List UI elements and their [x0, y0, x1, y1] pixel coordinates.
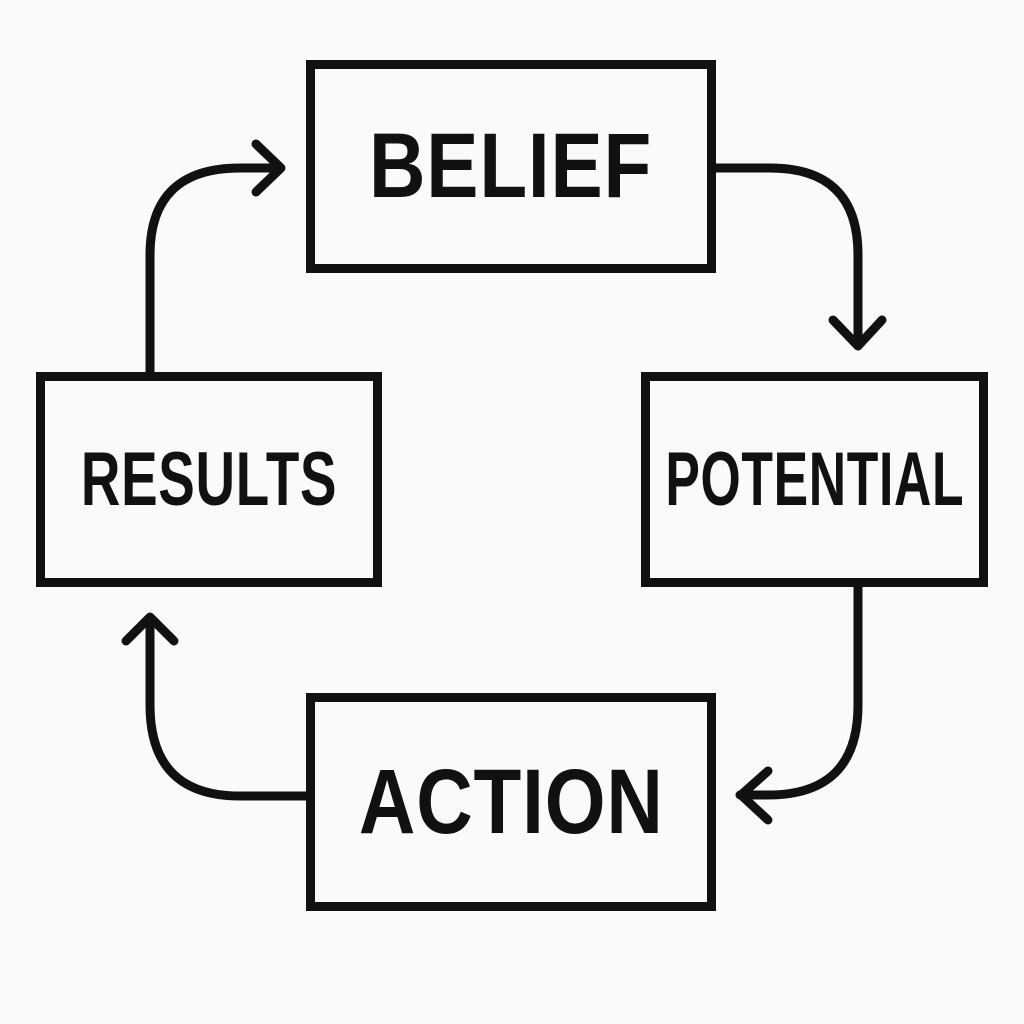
- arrow-results-to-belief: [145, 163, 285, 377]
- arrowhead-results-icon: [121, 612, 179, 646]
- node-belief: BELIEF: [306, 60, 716, 273]
- arrow-belief-to-potential: [711, 163, 863, 350]
- node-action-label: ACTION: [358, 750, 664, 853]
- node-results: RESULTS: [36, 372, 382, 587]
- node-results-label: RESULTS: [80, 437, 338, 522]
- node-belief-label: BELIEF: [369, 115, 653, 217]
- arrowhead-action-icon: [736, 766, 773, 825]
- node-action: ACTION: [306, 693, 716, 911]
- arrow-potential-to-action: [735, 582, 863, 800]
- node-potential: POTENTIAL: [641, 372, 988, 587]
- node-potential-label: POTENTIAL: [665, 437, 964, 522]
- arrowhead-potential-icon: [828, 315, 887, 351]
- arrow-action-to-results: [145, 615, 311, 801]
- arrowhead-belief-icon: [251, 139, 286, 197]
